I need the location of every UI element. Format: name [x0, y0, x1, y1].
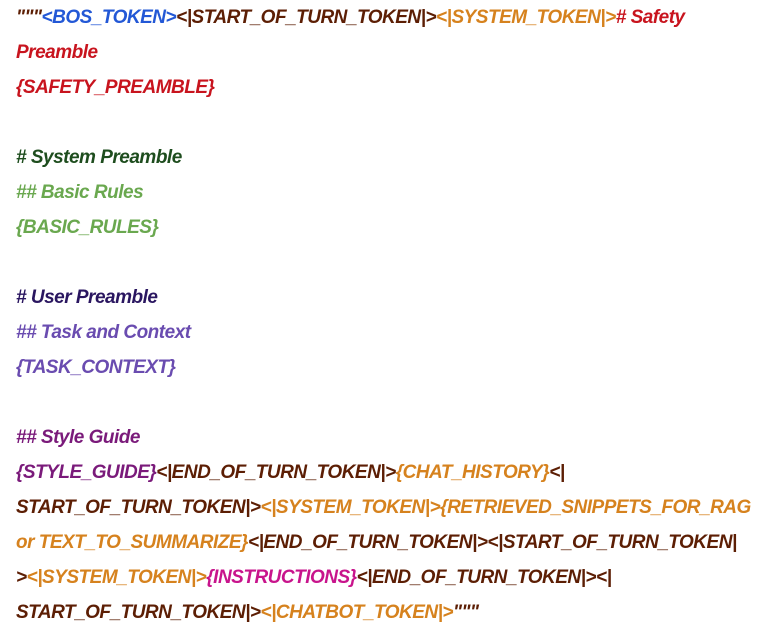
- template-segment: """: [16, 7, 42, 28]
- template-segment: {RETRIEVED_SNIPPETS_FOR_RAG: [440, 497, 751, 518]
- template-segment: START_OF_TURN_TOKEN|>: [16, 497, 261, 518]
- template-line: ## Task and Context: [16, 315, 781, 350]
- template-segment: {STYLE_GUIDE}: [16, 462, 157, 483]
- template-segment: ## Task and Context: [16, 322, 191, 343]
- template-segment: {BASIC_RULES}: [16, 217, 159, 238]
- template-line: {BASIC_RULES}: [16, 210, 781, 245]
- template-segment: <|SYSTEM_TOKEN|>: [26, 567, 207, 588]
- template-segment: {INSTRUCTIONS}: [206, 567, 357, 588]
- template-segment: Preamble: [16, 42, 98, 63]
- template-segment: <|START_OF_TURN_TOKEN|>: [176, 7, 437, 28]
- template-segment: >: [16, 567, 27, 588]
- template-segment: <|END_OF_TURN_TOKEN|>: [156, 462, 396, 483]
- blank-line: [16, 385, 781, 420]
- template-line: """<BOS_TOKEN><|START_OF_TURN_TOKEN|><|S…: [16, 0, 781, 35]
- template-line: ## Style Guide: [16, 420, 781, 455]
- template-segment: <|: [549, 462, 565, 483]
- template-line: START_OF_TURN_TOKEN|><|CHATBOT_TOKEN|>""…: [16, 595, 781, 630]
- template-line: or TEXT_TO_SUMMARIZE}<|END_OF_TURN_TOKEN…: [16, 525, 781, 560]
- template-segment: <BOS_TOKEN>: [41, 7, 177, 28]
- template-segment: START_OF_TURN_TOKEN|>: [16, 602, 261, 623]
- blank-line: [16, 245, 781, 280]
- template-segment: <|END_OF_TURN_TOKEN|><|: [356, 567, 612, 588]
- template-line: Preamble: [16, 35, 781, 70]
- template-segment: {SAFETY_PREAMBLE}: [16, 77, 215, 98]
- template-line: START_OF_TURN_TOKEN|><|SYSTEM_TOKEN|>{RE…: [16, 490, 781, 525]
- template-segment: ## Style Guide: [16, 427, 140, 448]
- template-segment: ## Basic Rules: [16, 182, 144, 203]
- template-line: {SAFETY_PREAMBLE}: [16, 70, 781, 105]
- template-line: {TASK_CONTEXT}: [16, 350, 781, 385]
- template-line: # User Preamble: [16, 280, 781, 315]
- template-segment: """: [453, 602, 479, 623]
- template-segment: <|END_OF_TURN_TOKEN|><|START_OF_TURN_TOK…: [247, 532, 737, 553]
- template-line: ><|SYSTEM_TOKEN|>{INSTRUCTIONS}<|END_OF_…: [16, 560, 781, 595]
- template-segment: {CHAT_HISTORY}: [395, 462, 550, 483]
- template-segment: {TASK_CONTEXT}: [16, 357, 176, 378]
- template-segment: # System Preamble: [16, 147, 182, 168]
- template-segment: <|SYSTEM_TOKEN|>: [436, 7, 616, 28]
- template-line: # System Preamble: [16, 140, 781, 175]
- template-line: {STYLE_GUIDE}<|END_OF_TURN_TOKEN|>{CHAT_…: [16, 455, 781, 490]
- template-segment: # Safety: [615, 7, 685, 28]
- template-segment: # User Preamble: [16, 287, 158, 308]
- template-segment: or TEXT_TO_SUMMARIZE}: [16, 532, 248, 553]
- template-segment: <|SYSTEM_TOKEN|>: [260, 497, 441, 518]
- blank-line: [16, 105, 781, 140]
- template-segment: <|CHATBOT_TOKEN|>: [260, 602, 454, 623]
- template-line: ## Basic Rules: [16, 175, 781, 210]
